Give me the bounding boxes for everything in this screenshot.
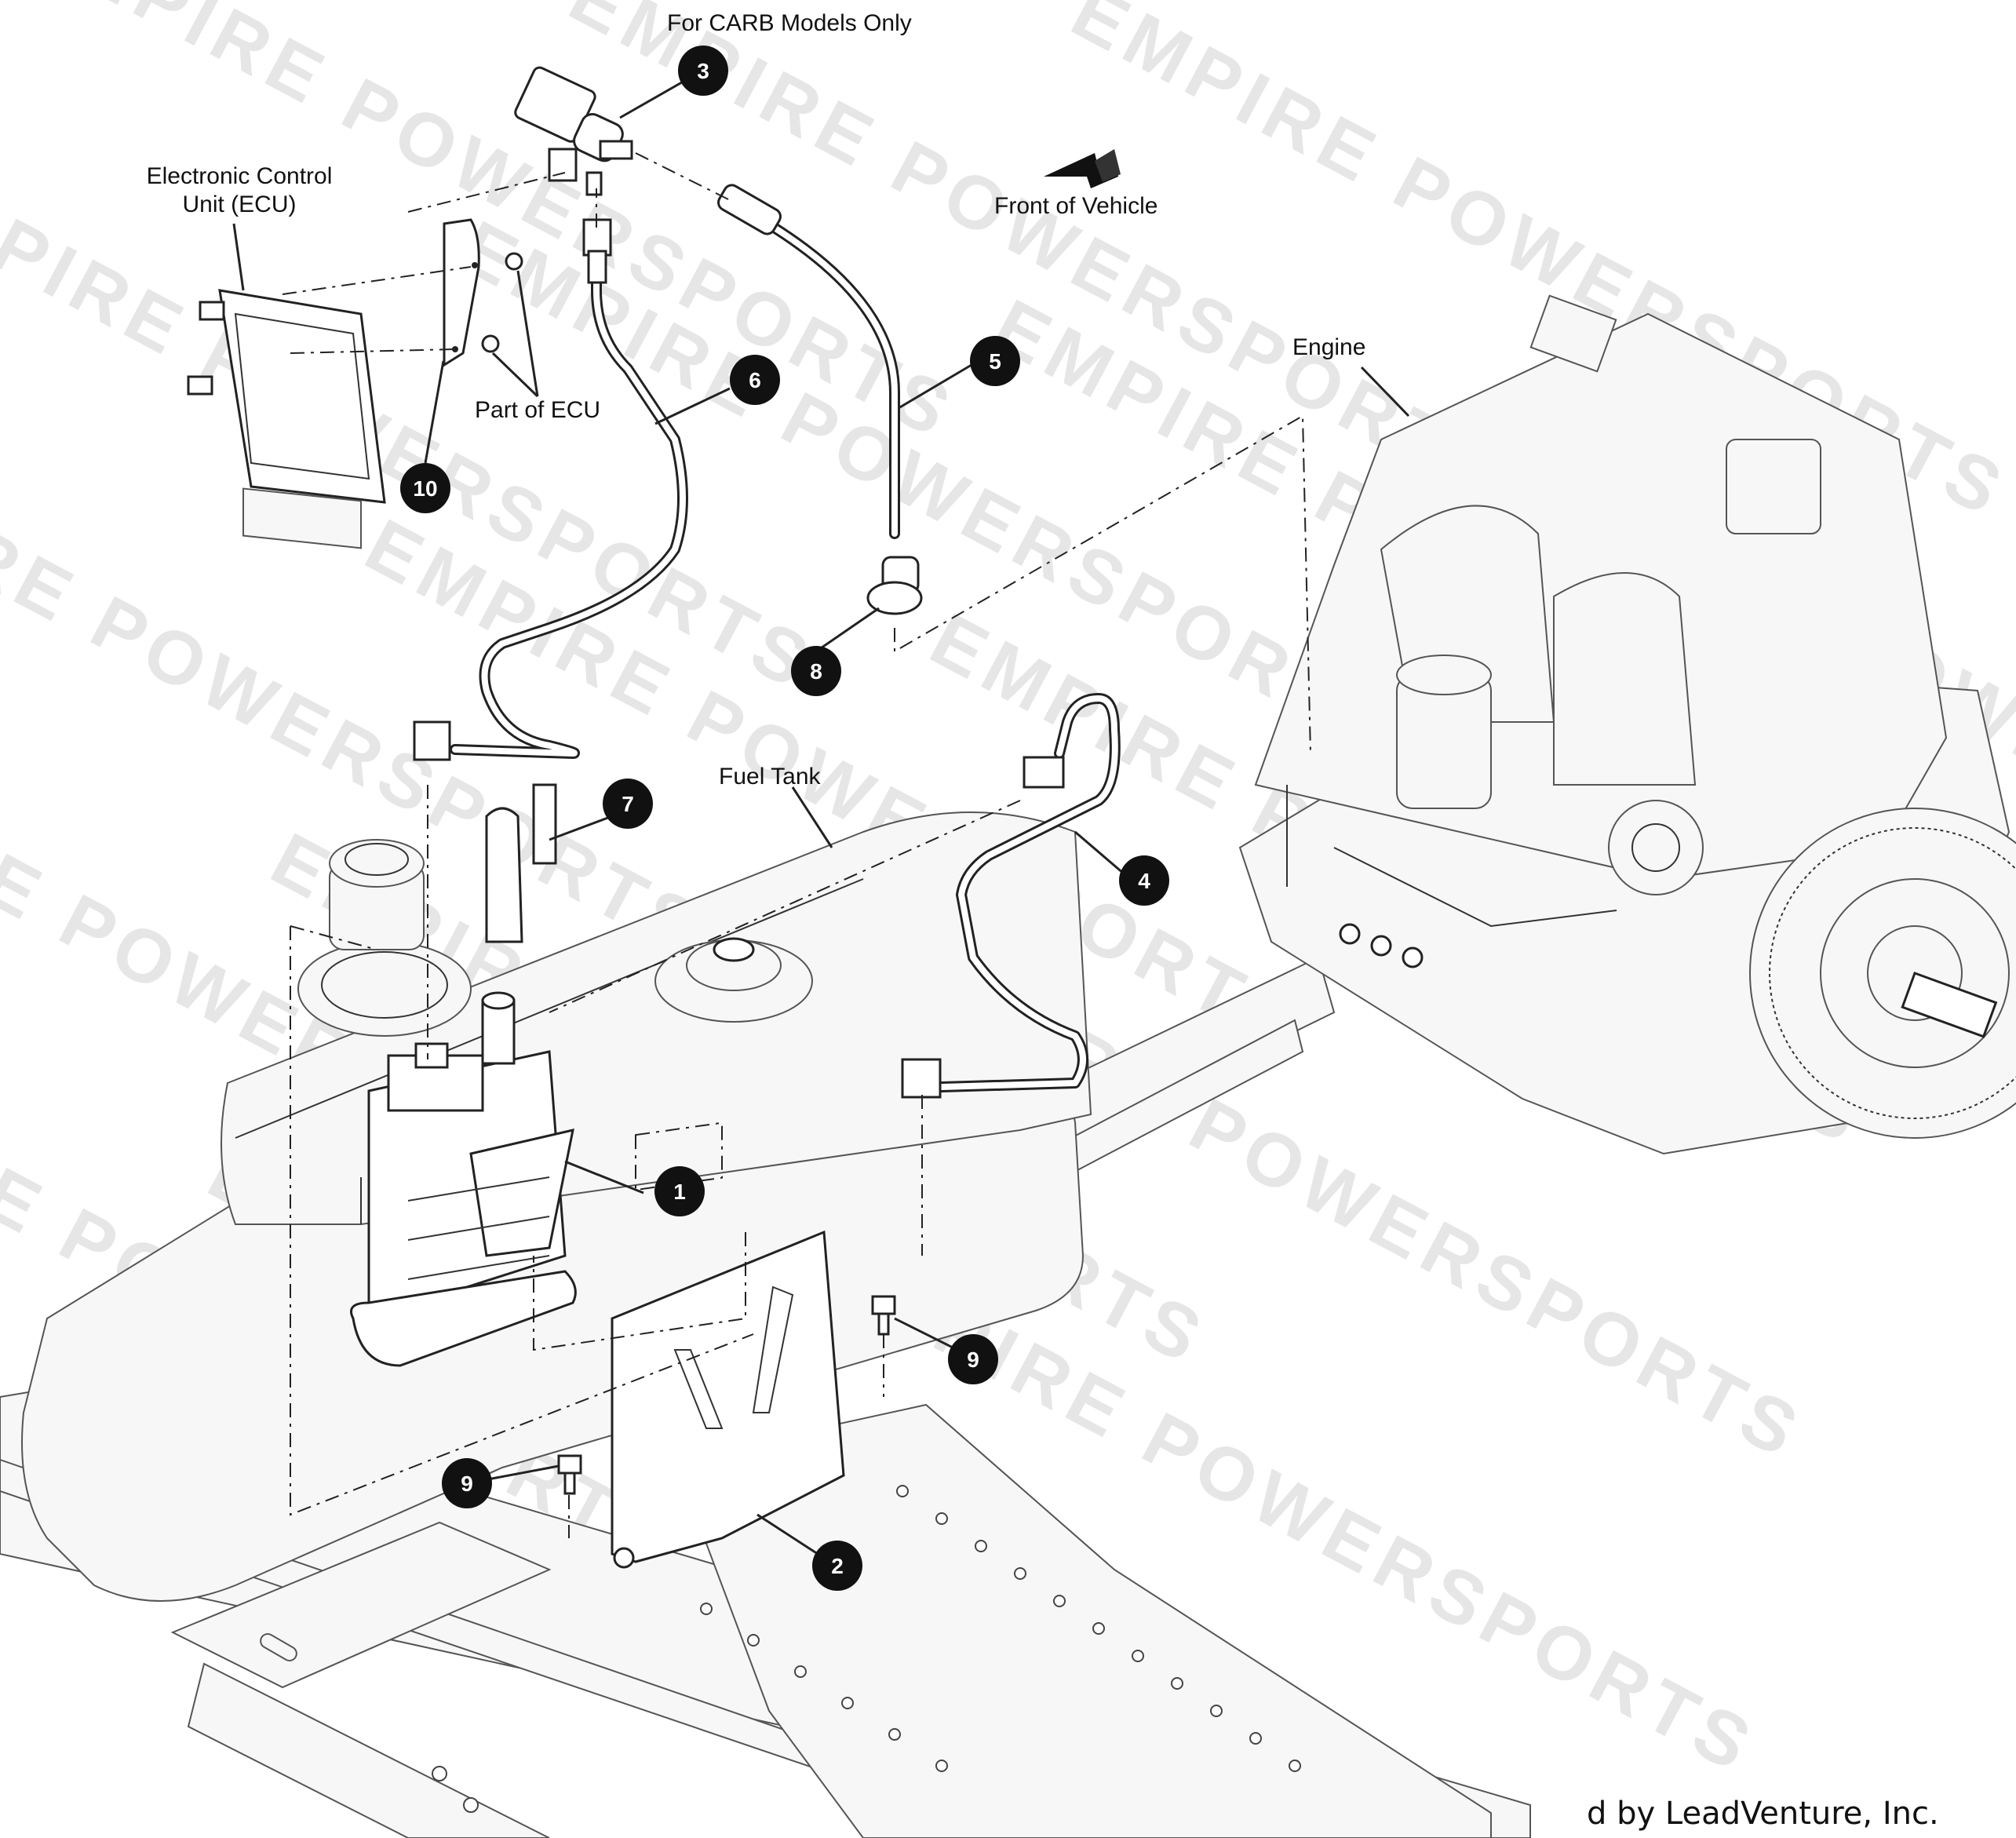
callout-7-number: 7 bbox=[622, 792, 634, 816]
callout-1-number: 1 bbox=[673, 1180, 686, 1204]
engine-assembly bbox=[1238, 294, 2016, 1155]
hose-5 bbox=[717, 184, 923, 615]
callout-10-number: 10 bbox=[413, 476, 437, 501]
callout-10[interactable]: 10 bbox=[400, 463, 450, 513]
callout-5[interactable]: 5 bbox=[970, 336, 1020, 386]
vent-hose-6 bbox=[413, 218, 688, 761]
alignment-lines bbox=[282, 152, 1311, 1538]
callout-9b[interactable]: 9 bbox=[442, 1458, 492, 1508]
callout-7[interactable]: 7 bbox=[603, 779, 653, 829]
callout-4-number: 4 bbox=[1138, 869, 1150, 893]
hose-4 bbox=[901, 693, 1121, 1099]
carb-purge-valve bbox=[514, 66, 633, 196]
charcoal-canister bbox=[350, 991, 577, 1367]
callout-1[interactable]: 1 bbox=[654, 1166, 705, 1216]
callout-6-number: 6 bbox=[749, 368, 761, 392]
leader-lines bbox=[232, 69, 1410, 1555]
callout-4[interactable]: 4 bbox=[1119, 855, 1169, 906]
callout-8[interactable]: 8 bbox=[791, 646, 841, 696]
engine-label: Engine bbox=[1292, 334, 1366, 360]
callout-5-number: 5 bbox=[989, 349, 1001, 374]
ecu-unit bbox=[187, 218, 523, 549]
hose-7 bbox=[485, 783, 557, 943]
callout-9a-number: 9 bbox=[967, 1348, 979, 1372]
callout-9a[interactable]: 9 bbox=[948, 1334, 998, 1384]
callout-3-number: 3 bbox=[697, 59, 709, 83]
carb-models-label: For CARB Models Only bbox=[667, 10, 912, 36]
part-of-ecu-label: Part of ECU bbox=[475, 397, 601, 423]
callout-2[interactable]: 2 bbox=[812, 1541, 862, 1591]
ecu-label: Electronic Control Unit (ECU) bbox=[146, 163, 333, 217]
front-of-vehicle-label: Front of Vehicle bbox=[994, 193, 1158, 219]
callout-8-number: 8 bbox=[810, 659, 822, 684]
mounting-bracket bbox=[611, 1230, 845, 1569]
callouts: 1 2 3 4 5 6 7 8 9 9 10 bbox=[400, 46, 1169, 1591]
callout-9b-number: 9 bbox=[461, 1471, 473, 1496]
callout-6[interactable]: 6 bbox=[730, 355, 780, 405]
front-arrow-icon bbox=[1044, 149, 1121, 188]
callout-2-number: 2 bbox=[831, 1554, 844, 1578]
fuel-tank-label: Fuel Tank bbox=[719, 764, 821, 790]
callout-3[interactable]: 3 bbox=[678, 46, 728, 96]
copyright-footer: d by LeadVenture, Inc. bbox=[1587, 1796, 1939, 1832]
